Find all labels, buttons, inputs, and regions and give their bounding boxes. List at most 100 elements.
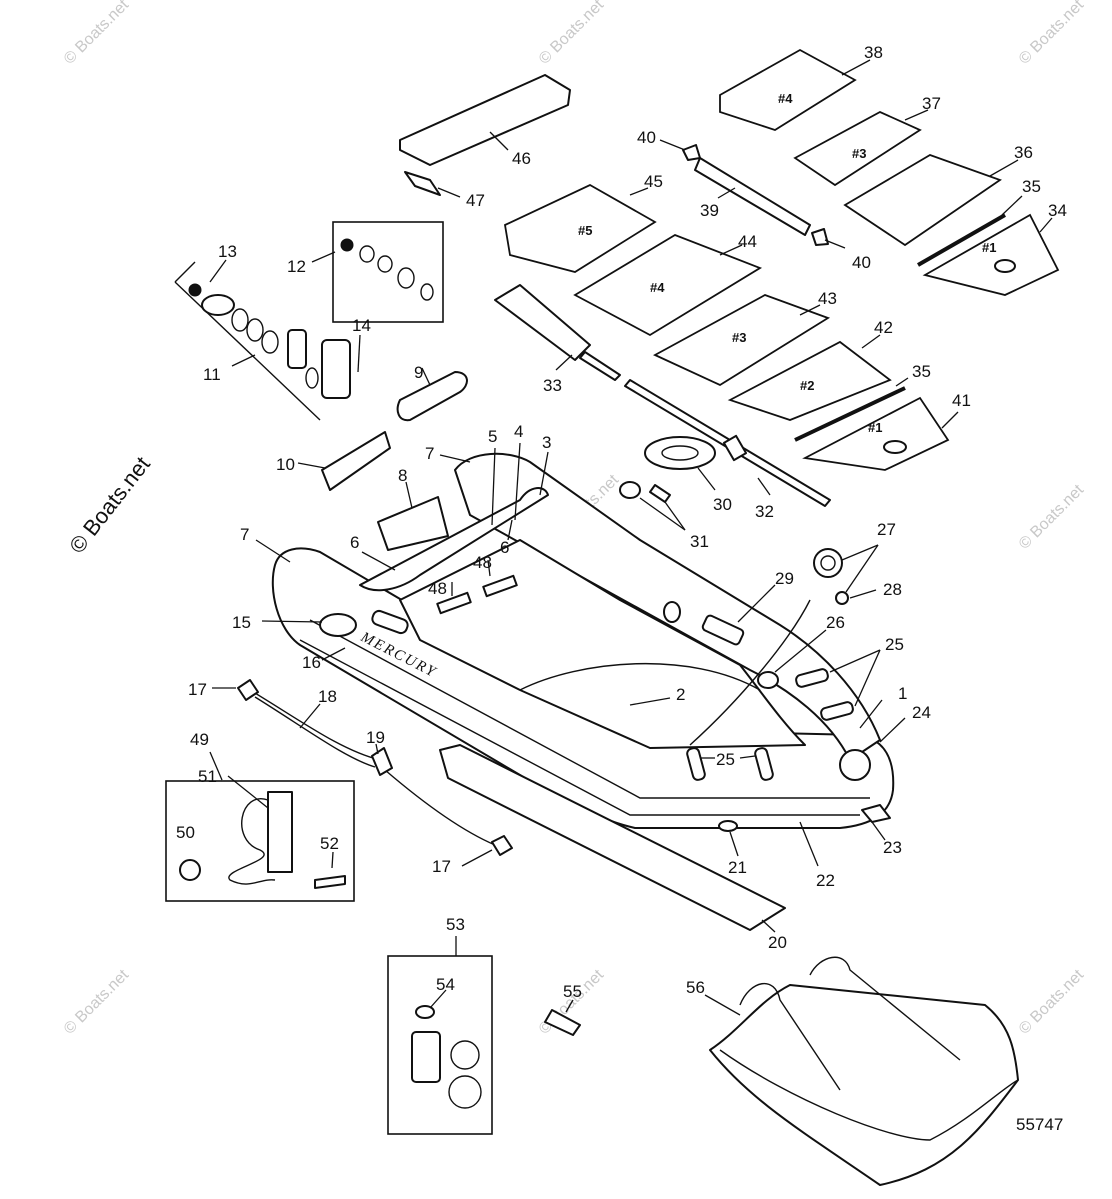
callout-10: 10 [276,455,295,474]
callout-17b: 17 [432,857,451,876]
callout-2: 2 [676,685,685,704]
callout-1: 1 [898,684,907,703]
o-ring-11b [246,318,264,342]
callout-25b: 25 [716,750,735,769]
leader-27a [841,544,879,561]
valve-27 [813,548,843,578]
valve-26 [757,671,779,689]
drain-21 [718,820,738,832]
leader-56 [704,994,741,1016]
handle-25c [686,747,706,781]
leader-3 [539,451,549,496]
callout-7b: 7 [240,525,249,544]
leader-40b [824,239,846,249]
kit-12-ring-b [377,255,393,273]
rope-18 [249,689,381,761]
leader-54 [429,989,447,1009]
leader-19 [375,743,379,755]
callout-40a: 40 [637,128,656,147]
valve-27-inner [820,555,836,571]
bag-seam [719,1049,1019,1141]
leader-22 [799,821,819,867]
valve-body-11a [287,329,307,369]
valve-cap-28 [835,591,849,605]
oar-joint-32 [722,434,748,462]
oar-blade-33 [494,284,591,361]
mats: #4 #3 #1 #5 #4 #3 #2 #1 [504,48,1060,471]
grab-line [689,599,811,746]
assembly-line-11 [174,281,321,421]
leader-35b [895,377,909,387]
leader-42 [861,334,881,349]
gauge-50 [179,859,201,881]
kit-box-12 [332,221,444,323]
callout-35b: 35 [912,362,931,381]
leader-39 [717,187,736,199]
leader-36 [989,159,1019,177]
callout-6b: 6 [500,538,509,557]
callout-9: 9 [414,363,423,382]
callout-47: 47 [466,191,485,210]
callout-46: 46 [512,149,531,168]
rope-end-17a [237,679,259,701]
leader-43 [799,304,821,316]
watermark-bottom-right: © Boats.net [1016,966,1088,1038]
kit-12-ring-d [420,283,434,301]
leader-29 [737,584,776,623]
mat-36 [843,154,1002,247]
callout-29: 29 [775,569,794,588]
mat-43-tag: #3 [732,330,746,345]
callout-45: 45 [644,172,663,191]
callout-32: 32 [755,502,774,521]
callout-15: 15 [232,613,251,632]
leader-26 [774,629,827,673]
leader-41 [941,411,959,429]
handle-25d [754,747,774,781]
callout-34: 34 [1048,201,1067,220]
callout-53: 53 [446,915,465,934]
callout-43: 43 [818,289,837,308]
callout-56: 56 [686,978,705,997]
storage-bag-56 [709,984,1019,1186]
rope-end-17b [491,835,513,856]
valve-flange-11 [201,294,235,316]
oar-shaft-33 [579,351,621,381]
callout-5: 5 [488,427,497,446]
callout-22: 22 [816,871,835,890]
callout-24: 24 [912,703,931,722]
leader-25d [739,755,756,759]
leader-37 [904,109,929,121]
callout-4: 4 [514,422,523,441]
valve-assembly-11 [174,261,351,421]
leader-13 [209,259,227,283]
floor-rail-48b [482,574,518,598]
tow-rope [237,679,513,856]
seat-end-40a [682,144,701,161]
leader-21 [729,831,739,857]
callout-26: 26 [826,613,845,632]
oarlock-30-inner [661,445,699,461]
keel-strip [439,744,786,931]
mat-34-tag: #1 [982,240,996,255]
bag-strap-b [809,956,961,1061]
patch-round-a [450,1040,480,1070]
callout-42: 42 [874,318,893,337]
leader-6a [361,551,396,571]
leader-55 [565,999,574,1013]
callout-28: 28 [883,580,902,599]
callout-6a: 6 [350,533,359,552]
callout-3: 3 [542,433,551,452]
rope-clip-19 [371,747,393,776]
seat-bar-39 [694,157,811,236]
glue-tube-55 [544,1009,581,1036]
pump-cylinder-51 [267,791,293,873]
mat-44 [573,234,763,337]
tube-seam-2 [309,619,870,799]
callout-52: 52 [320,834,339,853]
mat-43 [652,294,831,387]
callout-13: 13 [218,242,237,261]
mat-42-tag: #2 [800,378,814,393]
strip-35-top [917,213,1006,267]
leader-4 [514,442,521,521]
